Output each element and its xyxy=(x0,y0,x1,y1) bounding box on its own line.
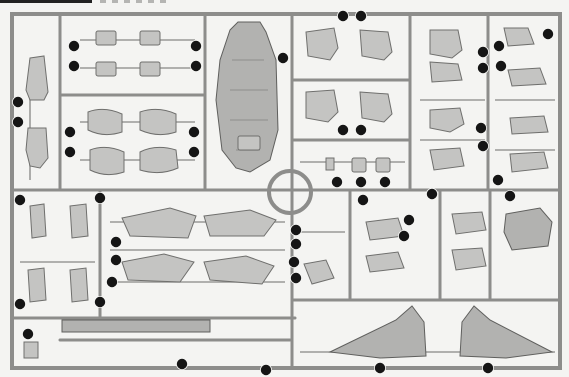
callout-marker xyxy=(175,357,188,370)
callout-marker xyxy=(289,237,302,250)
callout-marker xyxy=(481,361,494,374)
callout-marker xyxy=(397,229,410,242)
callout-marker xyxy=(491,173,504,186)
callout-marker xyxy=(476,139,489,152)
callout-marker xyxy=(356,193,369,206)
callout-marker xyxy=(354,124,367,137)
callout-marker xyxy=(259,363,272,376)
callout-marker xyxy=(187,145,200,158)
callout-marker xyxy=(336,9,349,22)
callout-marker xyxy=(378,175,391,188)
parts-left-column xyxy=(25,55,49,169)
callout-marker xyxy=(476,46,489,59)
callout-marker xyxy=(11,116,24,129)
parts-top-left xyxy=(87,30,179,176)
callout-marker xyxy=(110,253,123,266)
part-central-hull[interactable] xyxy=(215,21,279,173)
callout-marker xyxy=(189,60,202,73)
parts-middle-right xyxy=(365,207,553,273)
callout-marker xyxy=(21,327,34,340)
callout-marker xyxy=(106,275,119,288)
callout-marker xyxy=(13,297,26,310)
callout-marker xyxy=(64,126,77,139)
callout-marker xyxy=(110,235,123,248)
callout-marker xyxy=(425,187,438,200)
callout-marker xyxy=(336,124,349,137)
callout-marker xyxy=(474,122,487,135)
parts-delta-wings xyxy=(328,305,554,359)
callout-marker xyxy=(187,126,200,139)
callout-marker xyxy=(494,60,507,73)
callout-marker xyxy=(68,60,81,73)
callout-markers xyxy=(11,9,555,376)
callout-marker xyxy=(289,271,302,284)
callout-marker xyxy=(354,9,367,22)
callout-marker xyxy=(68,40,81,53)
header-strip xyxy=(0,0,166,3)
parts-top-center xyxy=(305,27,393,173)
parts-middle-wings xyxy=(121,207,335,285)
part-ring[interactable] xyxy=(267,169,313,215)
callout-marker xyxy=(13,193,26,206)
callout-marker xyxy=(503,189,516,202)
parts-top-right xyxy=(429,27,549,173)
callout-marker xyxy=(330,175,343,188)
callout-marker xyxy=(94,295,107,308)
callout-marker xyxy=(289,223,302,236)
callout-marker xyxy=(189,40,202,53)
callout-marker xyxy=(476,62,489,75)
parts-middle-left xyxy=(27,203,89,303)
callout-marker xyxy=(287,255,300,268)
callout-marker xyxy=(542,27,555,40)
callout-marker xyxy=(492,40,505,53)
callout-marker xyxy=(354,175,367,188)
callout-marker xyxy=(11,96,24,109)
callout-marker xyxy=(64,145,77,158)
callout-marker xyxy=(276,52,289,65)
callout-marker xyxy=(402,213,415,226)
parts-bottom-left xyxy=(23,319,211,359)
callout-marker xyxy=(373,361,386,374)
callout-marker xyxy=(94,191,107,204)
